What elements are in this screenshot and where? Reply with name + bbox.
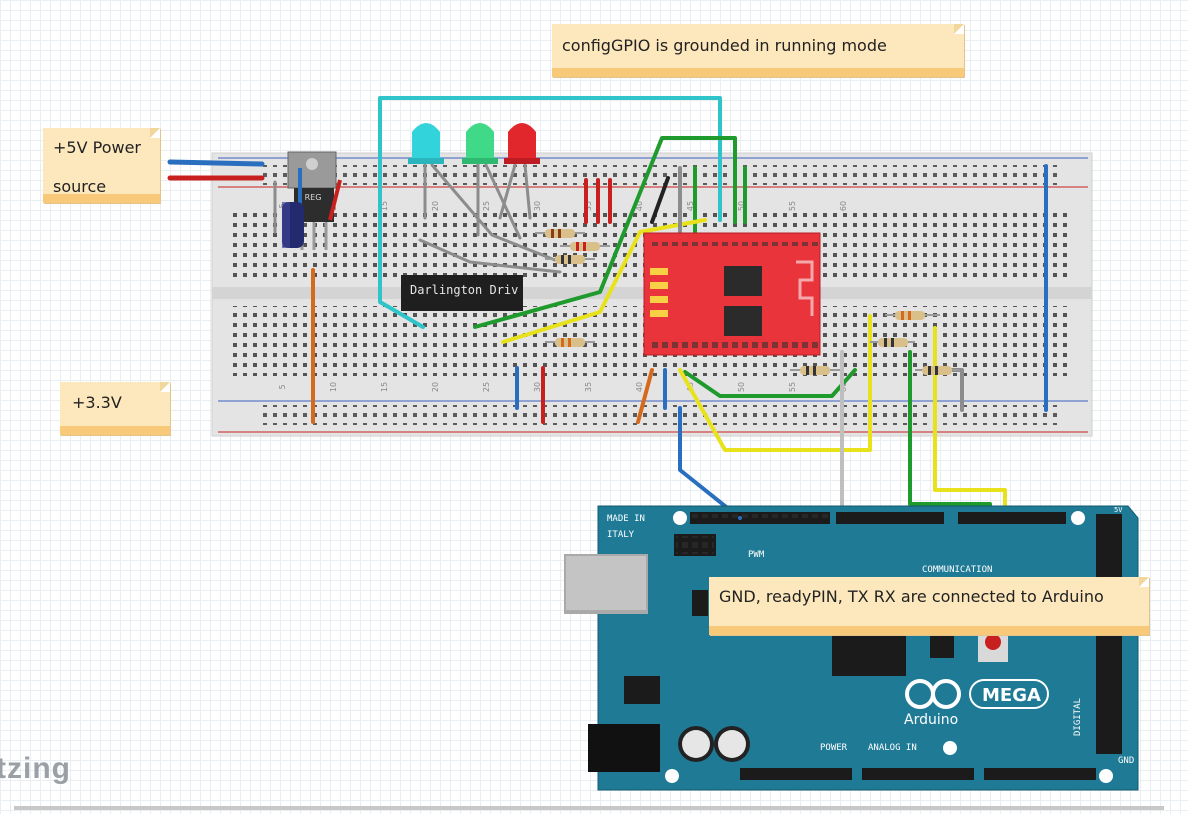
led-cyan (408, 123, 444, 164)
breadboard-number: 20 (431, 382, 440, 392)
wire-orange-2 (636, 368, 654, 424)
led-lead-4 (484, 163, 522, 240)
arduino-model: MEGA (982, 685, 1041, 706)
breadboard-number: 35 (584, 382, 593, 392)
wires (167, 96, 1048, 520)
arduino-5v-label: 5V (1114, 506, 1123, 514)
breadboard-number: 50 (737, 201, 746, 211)
led-red (504, 123, 540, 164)
led-lead-7 (418, 238, 562, 274)
note-arduino-connections-text: GND, readyPIN, TX RX are connected to Ar… (719, 587, 1104, 606)
wire-blue-power (167, 159, 265, 167)
breadboard-number: 30 (533, 201, 542, 211)
arduino-brand: Arduino (904, 712, 958, 728)
breadboard-number: 30 (533, 382, 542, 392)
led-lead-2 (430, 163, 557, 262)
breadboard-number: 45 (686, 201, 695, 211)
breadboard-number: 55 (788, 382, 797, 392)
note-3v3: +3.3V (60, 382, 170, 435)
breadboard-number: 20 (431, 201, 440, 211)
breadboard-number: 60 (839, 201, 848, 211)
note-power-source: +5V Power source (43, 128, 160, 203)
fritzing-watermark: tzing (0, 752, 71, 785)
wire-green-1 (473, 136, 737, 329)
breadboard-number: 5 (278, 384, 287, 389)
resistor-bodies (545, 229, 952, 375)
capacitor (282, 202, 304, 248)
breadboard-number: 15 (380, 382, 389, 392)
arduino-analog-label: ANALOG IN (868, 743, 917, 753)
led-green (462, 123, 498, 164)
breadboard-number: 55 (788, 201, 797, 211)
note-config-gpio: configGPIO is grounded in running mode (552, 24, 964, 77)
arduino-pwm-label: PWM (748, 550, 765, 560)
note-3v3-text: +3.3V (72, 393, 122, 412)
arduino-mega: MEGA Arduino MADE IN ITALY PWM COMMUNICA… (564, 505, 1139, 791)
breadboard-number: 35 (584, 201, 593, 211)
wire-black (650, 176, 670, 224)
wire-yellow-1 (501, 218, 707, 344)
arduino-digital-label: DIGITAL (1073, 698, 1083, 736)
breadboard-number: 25 (482, 201, 491, 211)
arduino-power-label: POWER (820, 743, 848, 753)
breadboard-number: 10 (329, 382, 338, 392)
breadboard-number: 25 (482, 382, 491, 392)
breadboard-number: 40 (635, 201, 644, 211)
chip-label: Darlington Driv (410, 283, 518, 297)
breadboard-number: 40 (635, 382, 644, 392)
led-lead-6 (523, 163, 532, 220)
breadboard-number: 15 (380, 201, 389, 211)
note-arduino-connections: GND, readyPIN, TX RX are connected to Ar… (709, 577, 1149, 635)
note-power-line1: +5V Power (53, 138, 141, 157)
regulator-label: REG (305, 193, 322, 202)
arduino-gnd-label: GND (1118, 756, 1134, 766)
wire-yellow-3 (933, 326, 1007, 520)
breadboard-number: 50 (737, 382, 746, 392)
note-power-line2: source (53, 177, 107, 196)
led-lead-5 (498, 163, 517, 220)
note-config-gpio-text: configGPIO is grounded in running mode (562, 36, 887, 55)
wire-blue-arduino (678, 406, 742, 520)
esp8266-module (643, 232, 821, 356)
bottom-scrollbar (14, 806, 1164, 810)
arduino-country-label: ITALY (607, 530, 635, 540)
arduino-comm-label: COMMUNICATION (922, 565, 992, 575)
arduino-made-label: MADE IN (607, 514, 645, 524)
darlington-driver-chip: Darlington Driv (401, 275, 523, 311)
wire-yellow-2 (678, 314, 872, 452)
